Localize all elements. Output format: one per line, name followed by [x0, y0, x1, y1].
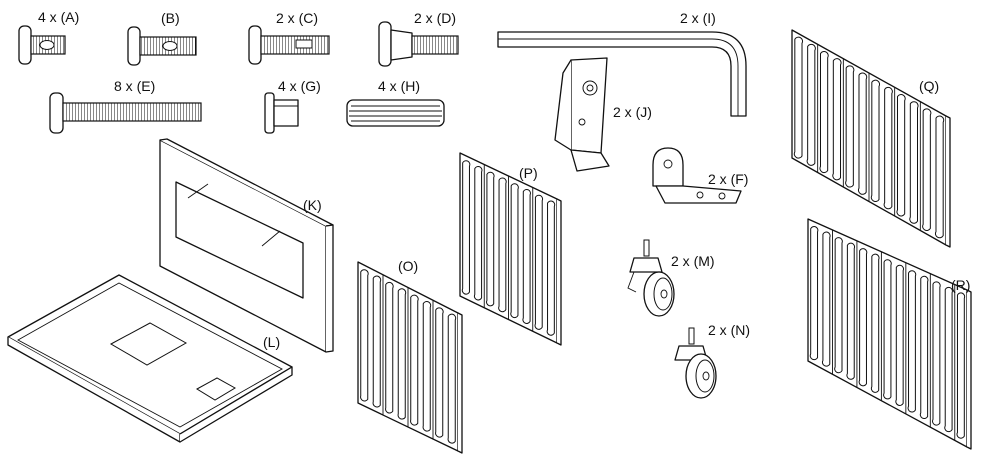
label-j: 2 x (J): [613, 104, 652, 120]
slat: [895, 264, 904, 406]
bolt-e: [49, 92, 202, 134]
slat: [806, 43, 816, 166]
allen-key-i: [497, 31, 747, 117]
caster-n: [674, 327, 717, 399]
slat: [372, 275, 382, 408]
slat: [956, 292, 966, 439]
slat: [883, 86, 893, 210]
bracket-j: [554, 57, 610, 172]
slat: [821, 231, 831, 367]
slat: [486, 171, 495, 307]
label-r: (R): [951, 277, 971, 293]
slat: [909, 101, 919, 224]
base-l: [7, 274, 293, 443]
label-d: 2 x (D): [414, 10, 456, 26]
slat: [857, 72, 868, 195]
bolt-d: [378, 21, 459, 67]
panel-k: [159, 138, 334, 353]
slat: [546, 200, 556, 336]
slat: [907, 270, 917, 413]
dowel-h: [346, 99, 445, 127]
slat: [944, 286, 953, 433]
slat: [922, 108, 932, 231]
slat: [870, 79, 881, 203]
panel-o: [357, 261, 463, 454]
slat: [809, 226, 819, 361]
slat: [397, 288, 407, 420]
label-k: (K): [303, 197, 322, 213]
slat: [870, 253, 880, 393]
label-i: 2 x (I): [680, 10, 716, 26]
slat: [819, 51, 829, 174]
slat: [435, 307, 444, 438]
label-a: 4 x (A): [38, 9, 80, 25]
slat: [422, 301, 432, 432]
label-m: 2 x (M): [671, 253, 715, 269]
slatted-panels: [357, 29, 972, 454]
slat: [461, 160, 471, 295]
panel-p: [459, 152, 562, 346]
bolt-b: [127, 26, 197, 66]
slat: [932, 281, 941, 426]
slat: [498, 177, 507, 313]
slat: [447, 313, 457, 444]
slat: [858, 248, 868, 387]
barrel-nut-g: [264, 92, 299, 134]
slat: [845, 65, 855, 188]
label-p: (P): [519, 165, 538, 181]
slat: [793, 36, 804, 159]
slat: [919, 275, 929, 420]
slat: [534, 194, 544, 330]
slat: [934, 115, 945, 239]
slat: [896, 94, 906, 217]
panel-q: [791, 29, 951, 248]
label-b: (B): [161, 10, 180, 26]
label-l: (L): [263, 334, 281, 350]
slat: [410, 294, 419, 426]
label-n: 2 x (N): [708, 322, 750, 338]
label-q: (Q): [919, 78, 940, 94]
slat: [385, 281, 394, 414]
bracket-f: [652, 147, 742, 204]
label-f: 2 x (F): [708, 171, 749, 187]
label-h: 4 x (H): [378, 78, 420, 94]
slat: [510, 183, 519, 319]
slat: [834, 237, 843, 374]
caster-m: [627, 239, 675, 317]
slat: [883, 259, 892, 400]
slat: [522, 188, 531, 324]
bolt-a: [18, 25, 66, 65]
slat: [846, 242, 856, 380]
panel-r: [807, 218, 972, 450]
label-c: 2 x (C): [276, 10, 318, 26]
bolt-c: [248, 25, 330, 65]
label-e: 8 x (E): [114, 78, 156, 94]
label-g: 4 x (G): [278, 78, 321, 94]
slat: [360, 269, 369, 402]
label-o: (O): [398, 258, 419, 274]
slat: [832, 58, 842, 181]
slat: [473, 166, 483, 301]
